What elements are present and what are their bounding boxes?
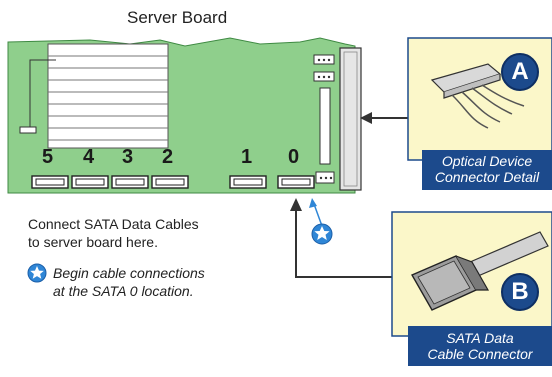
sata-cable-illustration [411,231,549,311]
port-label-4: 4 [83,146,95,168]
connect-note-line2: to server board here. [28,234,158,250]
port-label-3: 3 [122,146,134,168]
caption-a-line2: Connector Detail [434,169,540,185]
begin-note: Begin cable connections at the SATA 0 lo… [28,264,205,300]
ide-cable-illustration [430,63,525,129]
begin-note-line1: Begin cable connections [53,265,205,281]
caption-b-line2: Cable Connector [427,346,533,362]
caption-b-line1: SATA Data [446,330,514,346]
arrow-a-head [360,112,372,124]
sata-port-1 [229,175,267,189]
caption-a-line1: Optical Device [441,153,533,169]
port-label-0: 0 [288,146,300,168]
begin-note-line2: at the SATA 0 location. [53,283,194,299]
sata-port-4 [71,175,109,189]
caption-a: Optical Device Connector Detail [422,153,552,185]
arrow-b-head [290,198,302,211]
badge-b: B [501,273,539,311]
ide-connector [339,47,362,191]
star-pointer-line [313,203,323,227]
star-icon-board [311,223,333,245]
detail-panel-b [391,211,552,366]
port-label-2: 2 [162,146,174,168]
connect-note-line1: Connect SATA Data Cables [28,216,199,232]
port-label-5: 5 [42,146,54,168]
sata-port-0 [277,175,315,189]
sata-port-2 [151,175,189,189]
caption-b: SATA Data Cable Connector [408,330,552,362]
connect-note: Connect SATA Data Cables to server board… [28,215,258,251]
board-title: Server Board [127,8,228,27]
small-jumper [19,126,37,134]
sata-port-5 [31,175,69,189]
sata-port-3 [111,175,149,189]
arrow-b-line [295,208,392,278]
port-label-1: 1 [241,146,253,168]
badge-a: A [501,53,539,91]
star-pointer-head [309,198,317,208]
slot-small [319,87,331,165]
star-icon-note [27,263,47,283]
memory-stack [47,43,169,149]
